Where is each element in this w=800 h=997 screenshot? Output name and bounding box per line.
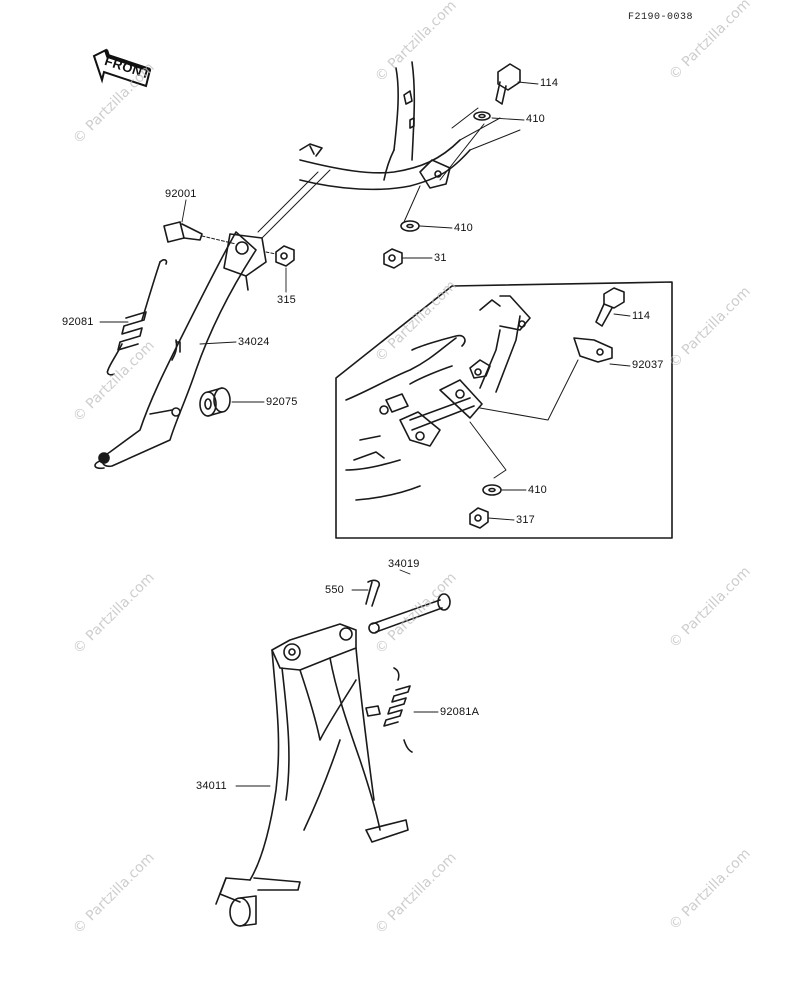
bolt-92001 — [163, 221, 237, 245]
center-stand — [215, 623, 409, 927]
spring-92081a — [383, 667, 413, 753]
pin-34019 — [368, 593, 451, 634]
label-92081: 92081 — [62, 316, 94, 328]
label-92081a: 92081A — [440, 706, 480, 718]
label-31: 31 — [434, 252, 447, 264]
bushing-92075 — [199, 387, 231, 417]
cotter-pin-550 — [365, 579, 381, 607]
side-stand — [94, 169, 331, 470]
label-410-inset: 410 — [528, 484, 547, 496]
inset-box — [335, 281, 673, 539]
diagram-code: F2190-0038 — [628, 12, 694, 23]
label-34011: 34011 — [196, 780, 227, 792]
label-550: 550 — [325, 584, 344, 596]
label-114-inset: 114 — [632, 310, 651, 322]
label-34024: 34024 — [238, 336, 270, 348]
nut-315 — [265, 245, 295, 267]
label-92075: 92075 — [266, 396, 298, 408]
label-410-mid: 410 — [454, 222, 473, 234]
label-114-top: 114 — [540, 77, 559, 89]
label-34019: 34019 — [388, 558, 420, 570]
spring-92081 — [106, 259, 168, 376]
leader-lines — [99, 81, 631, 787]
frame-section — [299, 61, 521, 191]
label-92037: 92037 — [632, 359, 664, 371]
front-arrow-icon — [92, 48, 152, 88]
front-arrow: FRONT — [86, 46, 156, 96]
label-315: 315 — [277, 294, 296, 306]
label-92001: 92001 — [165, 188, 197, 200]
label-410-top: 410 — [526, 113, 545, 125]
label-317: 317 — [516, 514, 535, 526]
